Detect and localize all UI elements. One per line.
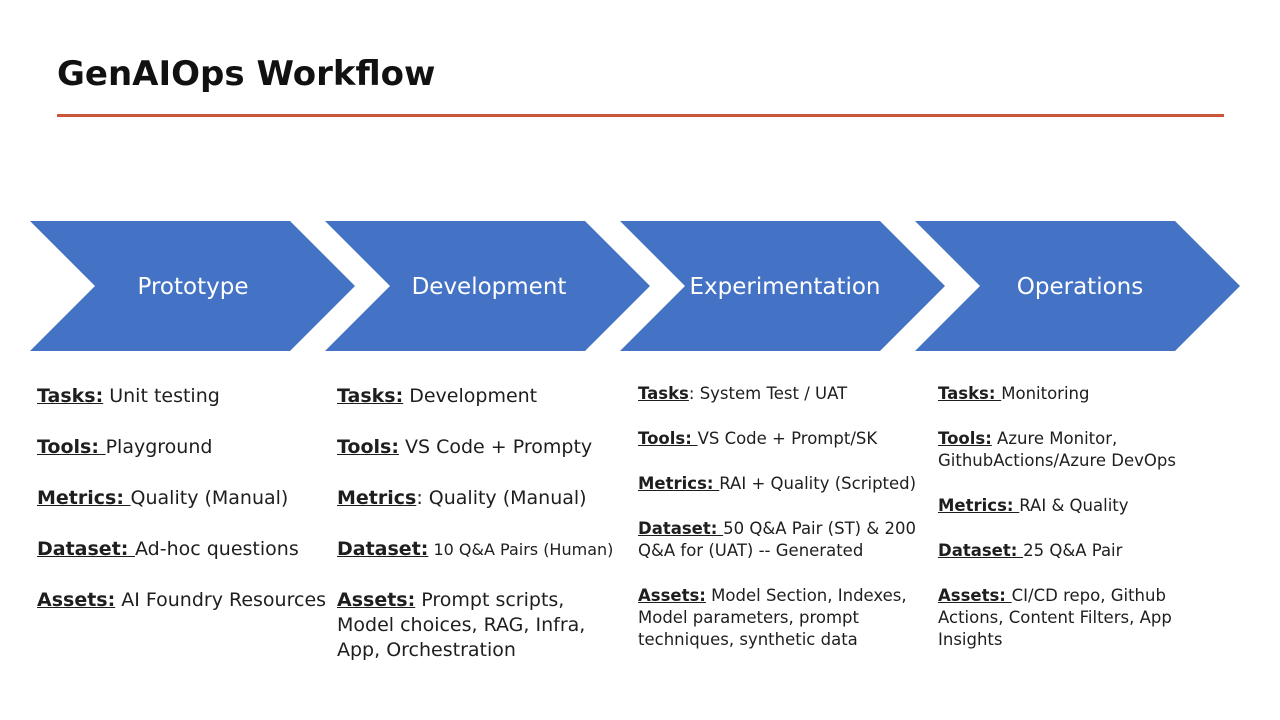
assets-label: Assets:: [37, 589, 116, 611]
tasks-value: Monitoring: [1001, 384, 1090, 403]
assets-value: Model Section, Indexes, Model parameters…: [638, 586, 907, 649]
metrics-row: Metrics: Quality (Manual): [37, 486, 327, 511]
assets-value: AI Foundry Resources: [115, 589, 327, 611]
dataset-row: Dataset: 50 Q&A Pair (ST) & 200 Q&A for …: [638, 518, 918, 562]
metrics-row: Metrics: Quality (Manual): [337, 486, 622, 511]
dataset-label: Dataset:: [337, 538, 429, 560]
tasks-label: Tasks: [638, 384, 689, 403]
tasks-row: Tasks: Development: [337, 384, 622, 409]
tools-value: VS Code + Prompt/SK: [697, 429, 878, 448]
dataset-label: Dataset:: [938, 541, 1024, 560]
assets-row: Assets: Prompt scripts, Model choices, R…: [337, 588, 622, 663]
metrics-label: Metrics:: [638, 474, 720, 493]
tasks-row: Tasks: Monitoring: [938, 383, 1218, 405]
dataset-value: Ad-hoc questions: [135, 538, 299, 560]
assets-row: Assets: AI Foundry Resources: [37, 588, 327, 613]
chevron-development: Development: [325, 221, 650, 351]
tasks-row: Tasks: Unit testing: [37, 384, 327, 409]
assets-label: Assets:: [337, 589, 416, 611]
tools-label: Tools:: [37, 436, 106, 458]
metrics-label: Metrics:: [37, 487, 131, 509]
tools-label: Tools:: [938, 429, 992, 448]
chevron-prototype: Prototype: [30, 221, 355, 351]
metrics-row: Metrics: RAI & Quality: [938, 495, 1218, 517]
dataset-value: 10 Q&A Pairs (Human): [428, 540, 614, 559]
stage-label-operations: Operations: [1017, 274, 1143, 300]
tools-row: Tools: Playground: [37, 435, 327, 460]
dataset-row: Dataset: Ad-hoc questions: [37, 537, 327, 562]
tasks-value: Unit testing: [103, 385, 220, 407]
stage-label-experimentation: Experimentation: [689, 274, 880, 300]
tasks-value: Development: [403, 385, 538, 407]
chevron-operations: Operations: [915, 221, 1240, 351]
tools-label: Tools:: [337, 436, 399, 458]
dataset-row: Dataset: 10 Q&A Pairs (Human): [337, 537, 622, 562]
metrics-value: Quality (Manual): [130, 487, 289, 509]
metrics-value: : Quality (Manual): [416, 487, 587, 509]
details-development: Tasks: Development Tools: VS Code + Prom…: [337, 384, 622, 689]
tools-row: Tools: VS Code + Prompt/SK: [638, 428, 918, 450]
tools-row: Tools: Azure Monitor, GithubActions/Azur…: [938, 428, 1218, 472]
stage-label-development: Development: [412, 274, 567, 300]
tools-row: Tools: VS Code + Prompty: [337, 435, 622, 460]
tasks-label: Tasks:: [337, 385, 404, 407]
chevron-experimentation: Experimentation: [620, 221, 945, 351]
metrics-value: RAI + Quality (Scripted): [719, 474, 917, 493]
tasks-row: Tasks: System Test / UAT: [638, 383, 918, 405]
assets-row: Assets: Model Section, Indexes, Model pa…: [638, 585, 918, 651]
dataset-value: 25 Q&A Pair: [1023, 541, 1123, 560]
tasks-label: Tasks:: [37, 385, 104, 407]
dataset-label: Dataset:: [37, 538, 135, 560]
tasks-label: Tasks:: [938, 384, 1002, 403]
metrics-value: RAI & Quality: [1019, 496, 1129, 515]
title-divider: [57, 114, 1224, 117]
tools-label: Tools:: [638, 429, 698, 448]
details-operations: Tasks: Monitoring Tools: Azure Monitor, …: [938, 383, 1218, 674]
assets-label: Assets:: [938, 586, 1012, 605]
dataset-label: Dataset:: [638, 519, 724, 538]
assets-value: CI/CD repo, Github Actions, Content Filt…: [938, 586, 1172, 649]
details-experimentation: Tasks: System Test / UAT Tools: VS Code …: [638, 383, 918, 674]
assets-row: Assets: CI/CD repo, Github Actions, Cont…: [938, 585, 1218, 651]
tools-value: Azure Monitor, GithubActions/Azure DevOp…: [938, 429, 1176, 470]
tools-value: Playground: [105, 436, 213, 458]
slide-title: GenAIOps Workflow: [57, 54, 436, 94]
dataset-value: 50 Q&A Pair (ST) & 200 Q&A for (UAT) -- …: [638, 519, 916, 560]
dataset-row: Dataset: 25 Q&A Pair: [938, 540, 1218, 562]
stage-label-prototype: Prototype: [138, 274, 249, 300]
metrics-label: Metrics: [337, 487, 417, 509]
metrics-label: Metrics:: [938, 496, 1020, 515]
metrics-row: Metrics: RAI + Quality (Scripted): [638, 473, 918, 495]
assets-value: Prompt scripts, Model choices, RAG, Infr…: [337, 589, 586, 661]
tasks-value: : System Test / UAT: [688, 384, 848, 403]
assets-label: Assets:: [638, 586, 706, 605]
tools-value: VS Code + Prompty: [398, 436, 593, 458]
details-prototype: Tasks: Unit testing Tools: Playground Me…: [37, 384, 327, 639]
